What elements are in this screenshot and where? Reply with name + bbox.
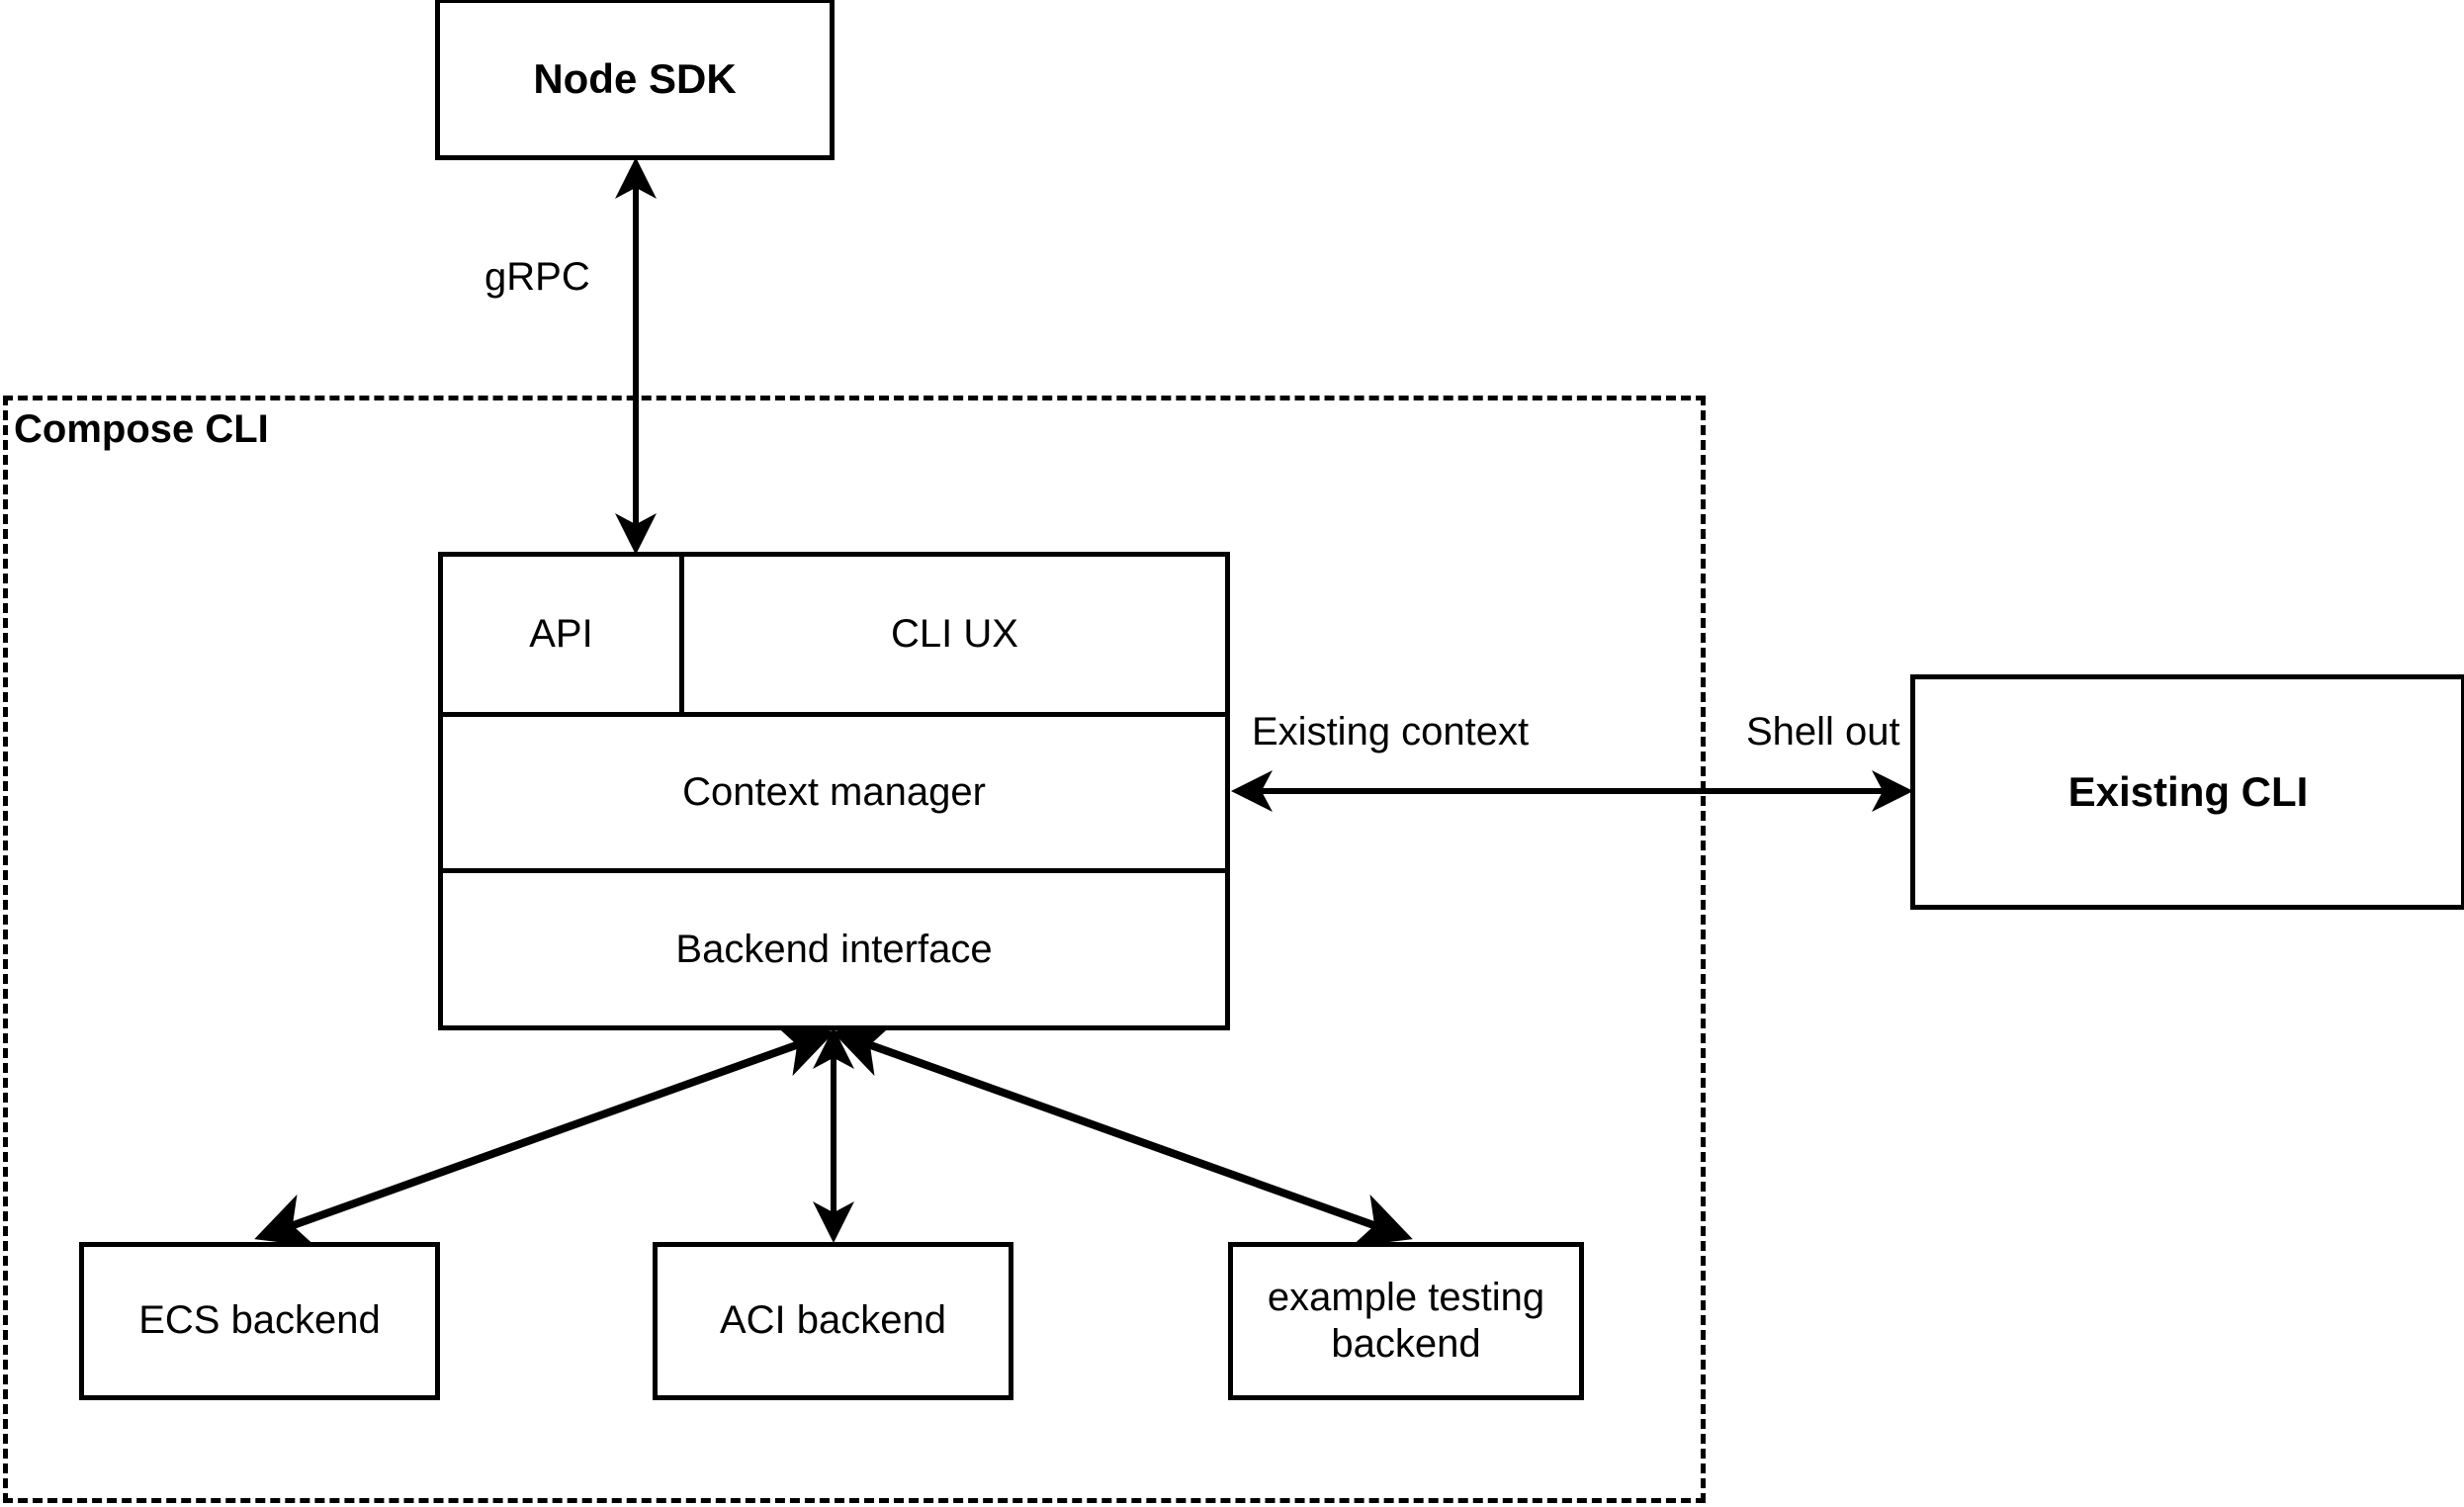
compose-cli-core-box: API CLI UX Context manager Backend inter… <box>438 552 1230 1030</box>
compose-cli-group-label: Compose CLI <box>14 407 269 451</box>
aci-backend-label: ACI backend <box>719 1298 947 1343</box>
edge-label-existing-context: Existing context <box>1252 710 1530 754</box>
example-testing-backend-line2: backend <box>1331 1322 1481 1366</box>
example-testing-backend-box[interactable]: example testing backend <box>1228 1242 1584 1400</box>
ecs-backend-label: ECS backend <box>138 1298 381 1343</box>
api-label: API <box>529 612 593 656</box>
edge-label-grpc: gRPC <box>484 255 590 299</box>
api-cell[interactable]: API <box>443 557 684 712</box>
example-testing-backend-label: example testing backend <box>1268 1275 1544 1368</box>
compose-cli-group-boundary <box>3 396 1706 1503</box>
cli-ux-label: CLI UX <box>891 612 1018 656</box>
edge-label-shell-out: Shell out <box>1746 710 1900 754</box>
aci-backend-box[interactable]: ACI backend <box>653 1242 1013 1400</box>
context-manager-cell[interactable]: Context manager <box>443 717 1225 873</box>
backend-interface-cell[interactable]: Backend interface <box>443 873 1225 1025</box>
existing-cli-label: Existing CLI <box>2068 768 2309 816</box>
ecs-backend-box[interactable]: ECS backend <box>79 1242 440 1400</box>
core-row-api-cliux: API CLI UX <box>443 557 1225 717</box>
node-sdk-box[interactable]: Node SDK <box>435 0 835 160</box>
context-manager-label: Context manager <box>682 770 986 814</box>
backend-interface-label: Backend interface <box>675 927 993 971</box>
cli-ux-cell[interactable]: CLI UX <box>684 557 1225 712</box>
node-sdk-label: Node SDK <box>533 55 737 103</box>
example-testing-backend-line1: example testing <box>1267 1275 1545 1319</box>
existing-cli-box[interactable]: Existing CLI <box>1910 674 2464 910</box>
